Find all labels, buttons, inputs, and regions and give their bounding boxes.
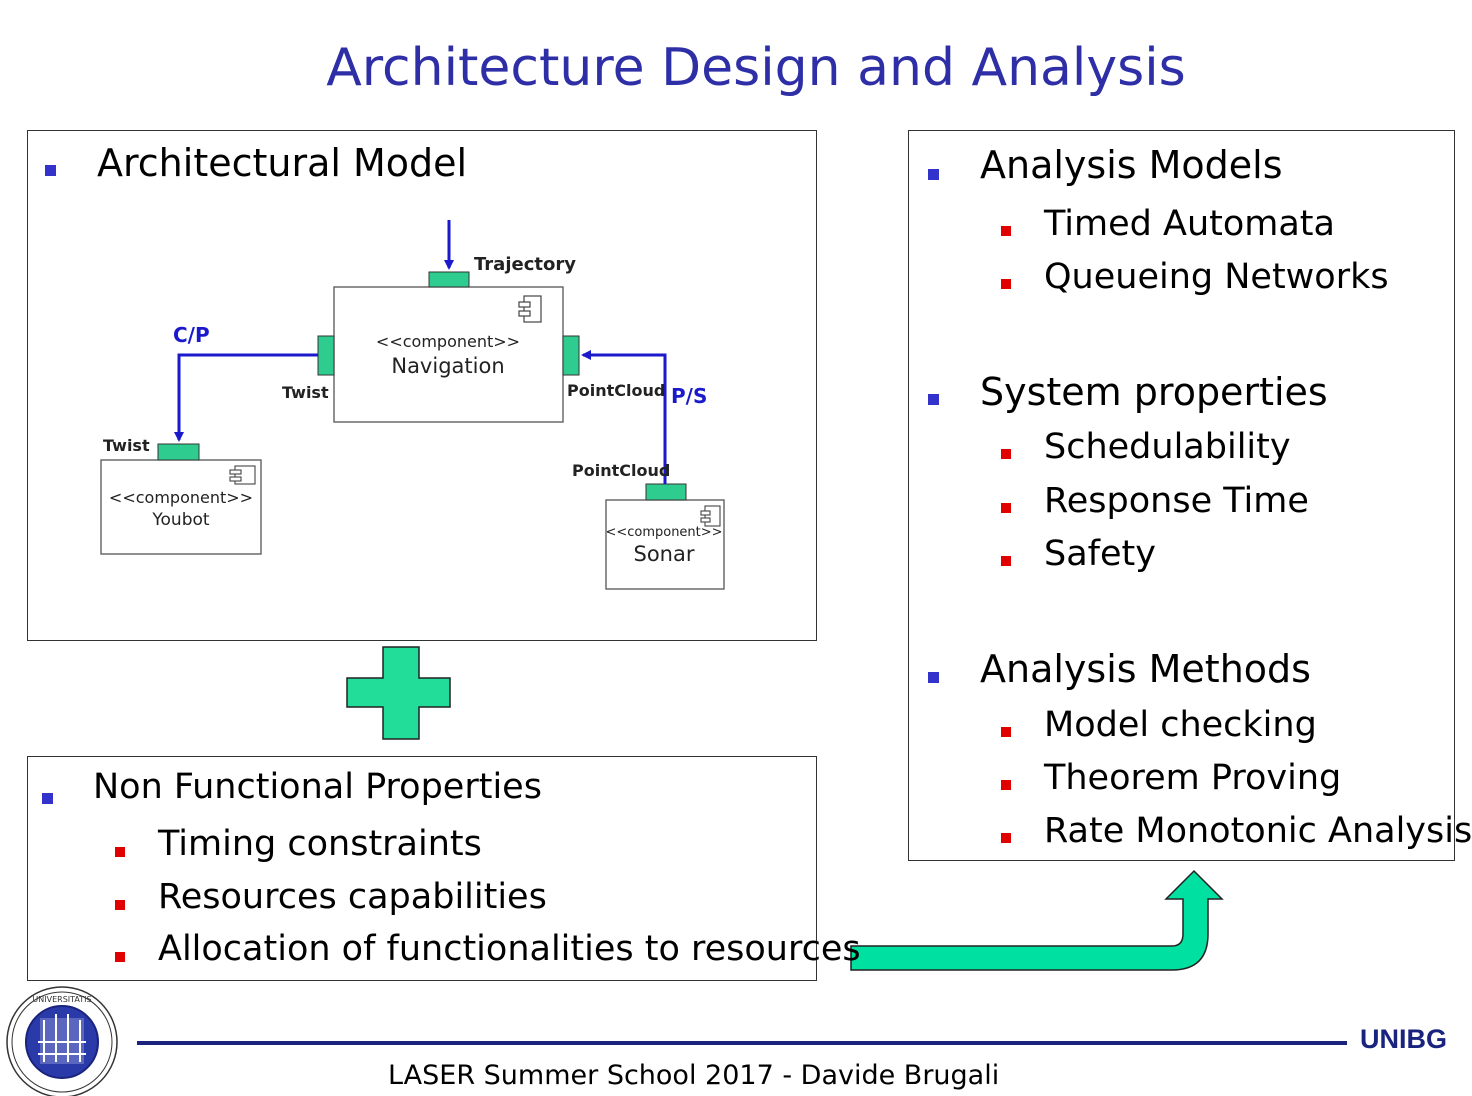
youbot-component [100,459,262,555]
bullet-icon [928,169,939,180]
analysis-methods-item: Theorem Proving [1044,758,1342,798]
bullet-icon [45,165,56,176]
navigation-stereotype: <<component>> [376,332,520,351]
system-properties-item: Safety [1044,534,1156,574]
analysis-panel: Analysis Models Timed Automata Queueing … [908,130,1472,861]
footer-text: LASER Summer School 2017 - Davide Brugal… [388,1060,1000,1091]
nfp-item: Timing constraints [158,824,482,864]
bullet-icon [115,900,125,910]
non-functional-heading: Non Functional Properties [93,767,542,807]
unibg-brand: UNIBG [1360,1024,1447,1054]
navigation-twist-label: Twist [282,383,329,402]
nfp-item: Resources capabilities [158,877,547,917]
bullet-icon [115,952,125,962]
sonar-pointcloud-label: PointCloud [572,461,670,480]
cp-label: C/P [173,323,210,347]
slide-title: Architecture Design and Analysis [326,38,1186,98]
bullet-icon [1001,727,1011,737]
pointcloud-port-navigation [562,335,580,376]
bullet-icon [928,672,939,683]
bullet-icon [1001,780,1011,790]
ps-connector [581,350,667,484]
bullet-icon [1001,449,1011,459]
footer-divider [137,1041,1347,1045]
navigation-pointcloud-label: PointCloud [567,381,665,400]
trajectory-label: Trajectory [474,254,576,275]
university-seal-logo: UNIVERSITATIS [6,986,118,1096]
twist-port-navigation [317,335,335,376]
non-functional-panel: Non Functional Properties Timing constra… [27,756,861,981]
bullet-icon [928,394,939,405]
bent-arrow-icon [850,869,1224,971]
trajectory-port [428,271,470,288]
plus-icon [346,646,451,740]
analysis-methods-heading: Analysis Methods [980,647,1311,691]
bullet-icon [1001,556,1011,566]
twist-port-youbot [157,443,200,461]
bullet-icon [1001,226,1011,236]
system-properties-item: Response Time [1044,481,1309,521]
navigation-name: Navigation [391,354,504,378]
bullet-icon [42,793,53,804]
system-properties-heading: System properties [980,370,1328,414]
ps-label: P/S [671,384,707,408]
component-icon [229,465,256,485]
sonar-stereotype: <<component>> [605,525,722,540]
component-icon [518,295,542,323]
analysis-methods-item: Rate Monotonic Analysis [1044,811,1472,851]
cp-connector [174,353,318,442]
nfp-item: Allocation of functionalities to resourc… [158,929,861,969]
youbot-name: Youbot [151,510,209,530]
analysis-models-item: Timed Automata [1044,204,1335,244]
analysis-methods-item: Model checking [1044,705,1317,745]
bullet-icon [1001,279,1011,289]
youbot-twist-label: Twist [103,436,150,455]
component-icon [700,505,721,527]
youbot-stereotype: <<component>> [109,488,253,507]
system-properties-item: Schedulability [1044,427,1291,467]
seal-lettering: UNIVERSITATIS [32,995,91,1004]
pointcloud-port-sonar [645,483,687,501]
analysis-models-item: Queueing Networks [1044,257,1389,297]
sonar-name: Sonar [634,542,695,566]
bullet-icon [115,847,125,857]
architectural-model-heading: Architectural Model [97,141,468,185]
bullet-icon [1001,503,1011,513]
analysis-models-heading: Analysis Models [980,143,1283,187]
bullet-icon [1001,833,1011,843]
